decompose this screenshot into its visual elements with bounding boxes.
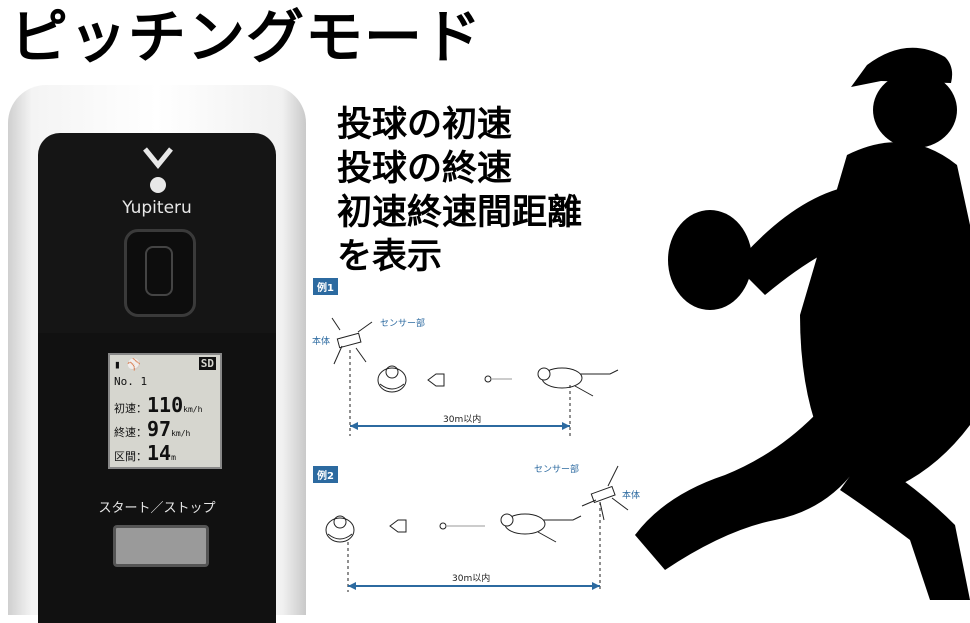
start-stop-button[interactable] — [113, 525, 209, 567]
feature-item: 投球の終速 — [337, 149, 513, 189]
feature-list: 投球の初速 投球の終速 初速終速間距離 を表示 — [337, 103, 582, 279]
example-1-sensor-label: センサー部 — [380, 319, 426, 329]
radar-sensor — [124, 229, 196, 317]
example-1-device-icon — [331, 317, 373, 365]
example-2-pitcher-icon — [500, 513, 582, 543]
feature-item: を表示 — [337, 237, 443, 277]
lcd-number: No. 1 — [114, 375, 148, 388]
example-2-body-label: 本体 — [622, 491, 641, 501]
lcd-row-final-speed: 終速：97km/h — [114, 417, 191, 441]
lcd-row-distance: 区間：14m — [114, 441, 176, 465]
example-1-home-plate-icon — [427, 373, 445, 387]
example-1-diagram — [331, 317, 619, 436]
example-1-badge: 例1 — [313, 278, 338, 295]
device-top-panel: Yupiteru — [38, 133, 276, 333]
example-2-diagram — [325, 465, 629, 592]
example-1-pitcher-icon — [537, 367, 619, 397]
brand-name: Yupiteru — [122, 198, 192, 218]
example-1-catcher-icon — [377, 365, 407, 393]
speed-gun-device: Yupiteru ▮ ⚾ SD No. 1 初速：110km/h 終速：97km… — [8, 85, 306, 623]
battery-icon: ▮ ⚾ — [114, 358, 141, 371]
example-2-home-plate-icon — [389, 519, 407, 533]
lcd-display: ▮ ⚾ SD No. 1 初速：110km/h 終速：97km/h 区間：14m — [108, 353, 222, 469]
example-1-body-label: 本体 — [312, 337, 331, 347]
yupiteru-logo-icon — [143, 147, 173, 193]
feature-item: 投球の初速 — [337, 105, 513, 145]
example-2-device-icon — [581, 465, 629, 521]
example-2-ball-icon — [439, 522, 447, 530]
device-bottom-panel: ▮ ⚾ SD No. 1 初速：110km/h 終速：97km/h 区間：14m… — [38, 333, 276, 623]
example-2-badge: 例2 — [313, 466, 338, 483]
example-2-distance: 30m以内 — [452, 574, 491, 584]
sd-badge: SD — [198, 357, 216, 370]
start-stop-label: スタート／ストップ — [98, 501, 216, 516]
feature-item: 初速終速間距離 — [337, 193, 583, 233]
lcd-row-initial-speed: 初速：110km/h — [114, 393, 203, 417]
example-2-catcher-icon — [325, 515, 355, 543]
example-1-distance: 30m以内 — [443, 415, 482, 425]
example-2-sensor-label: センサー部 — [534, 465, 580, 475]
page-title: ピッチングモード — [10, 3, 483, 71]
measurement-diagram — [325, 317, 629, 592]
pitcher-silhouette — [635, 47, 970, 600]
example-1-ball-icon — [484, 375, 492, 383]
